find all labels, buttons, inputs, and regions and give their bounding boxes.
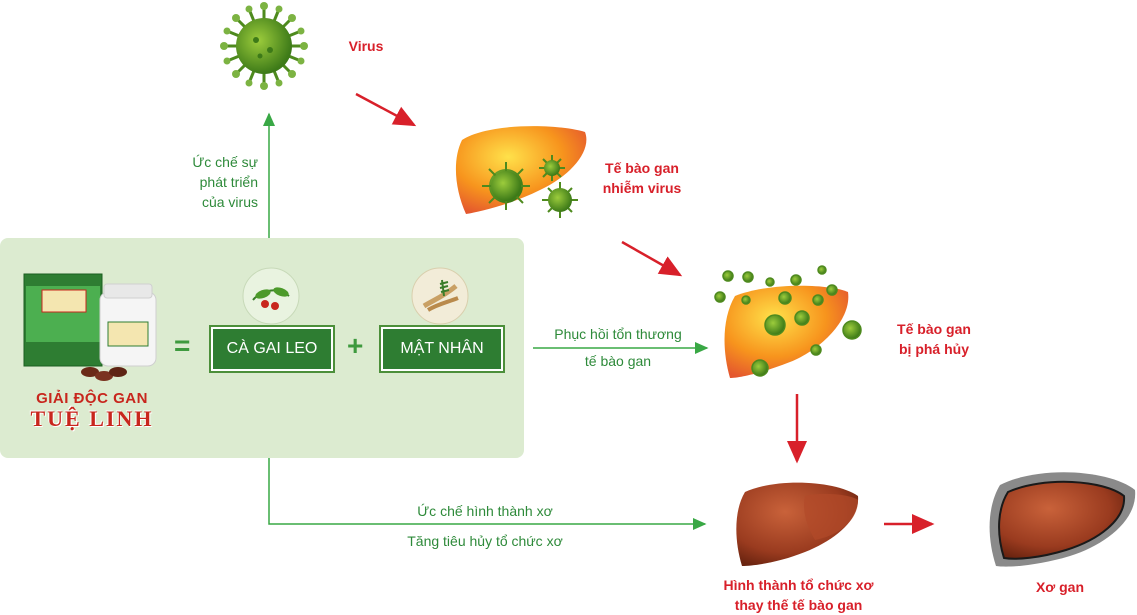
destroyed-liver-icon: [714, 265, 862, 378]
restore-line1: Phục hồi tổn thương: [554, 326, 682, 342]
fibrosis-liver-icon: [736, 482, 859, 566]
plus-sign: +: [347, 330, 364, 361]
fibrosis-label-line1: Hình thành tổ chức xơ: [723, 577, 874, 593]
virus-label: Virus: [348, 38, 384, 54]
ingredient-mat-nhan: MẬT NHÂN: [379, 325, 505, 373]
mat-nhan-herb-icon: [411, 267, 469, 325]
ca-gai-leo-herb-icon: [242, 267, 300, 325]
product-image: [23, 273, 157, 381]
inhibit-virus-label: Ức chế sự phát triển của virus: [170, 152, 258, 212]
cirrhosis-label: Xơ gan: [1035, 579, 1085, 595]
brand-name-line1: GIẢI ĐỘC GAN: [36, 390, 148, 407]
equals-sign: =: [174, 330, 191, 361]
brand-name-line2: TUỆ LINH: [30, 406, 154, 431]
virus-icon: [220, 2, 308, 90]
infected-liver-icon: [455, 126, 587, 218]
restore-line2: tế bào gan: [584, 353, 652, 369]
inhibit-virus-line1: Ức chế sự: [192, 154, 258, 170]
fibrosis-inhibit-line2: Tăng tiêu hủy tổ chức xơ: [407, 533, 563, 549]
infected-label-line1: Tế bào gan: [605, 160, 679, 176]
inhibit-virus-line3: của virus: [201, 194, 258, 210]
arrow-infected-to-destroyed: [621, 240, 683, 277]
fibrosis-inhibit-line1: Ức chế hình thành xơ: [417, 503, 553, 519]
ingredient-ca-gai-leo: CÀ GAI LEO: [209, 325, 335, 373]
destroyed-label-line1: Tế bào gan: [897, 321, 971, 337]
infected-cells-label: Tế bào gan nhiễm virus: [592, 158, 692, 198]
destroyed-label-line2: bị phá hủy: [899, 341, 969, 357]
cirrhosis-liver-icon: [989, 472, 1136, 567]
inhibit-virus-line2: phát triển: [199, 174, 258, 190]
destroyed-cells-label: Tế bào gan bị phá hủy: [884, 319, 984, 359]
fibrosis-label-line2: thay thế tế bào gan: [734, 597, 863, 613]
infected-label-line2: nhiễm virus: [602, 180, 682, 196]
fibrosis-label: Hình thành tổ chức xơ thay thế tế bào ga…: [716, 575, 881, 615]
arrow-virus-to-infected: [355, 92, 417, 127]
